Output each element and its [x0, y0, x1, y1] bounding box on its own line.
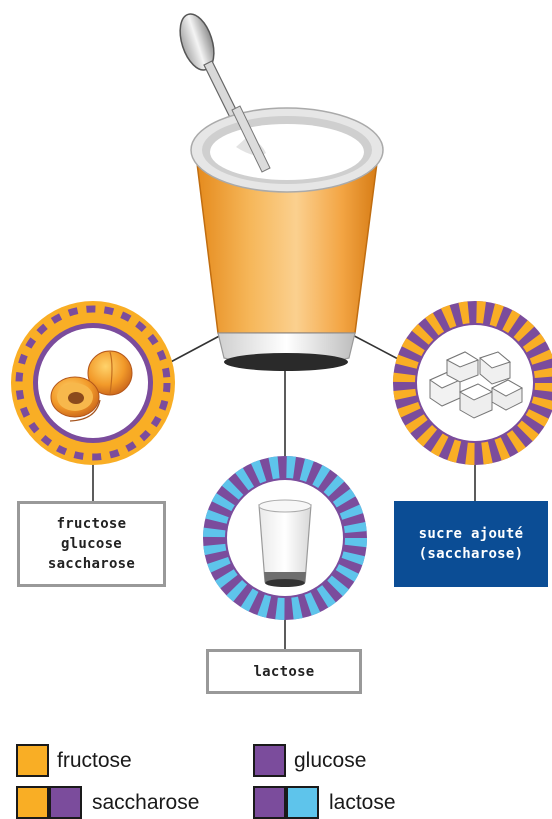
- fruit-ring-purple-outer: [15, 305, 171, 461]
- saccharose-swatch-glucose: [49, 786, 82, 819]
- fruit-label-line-1: fructose: [56, 516, 127, 532]
- added-sugar-label: sucre ajouté (saccharose): [394, 501, 548, 587]
- milk-label-line-1: lactose: [253, 663, 315, 680]
- legend-saccharose-label: saccharose: [92, 790, 200, 814]
- legend-fructose: fructose: [16, 744, 132, 777]
- sugar-cubes-icon: [428, 351, 524, 419]
- sugar-ring-stripes: [393, 301, 552, 465]
- legend-lactose: lactose: [253, 786, 396, 819]
- milk-node: [203, 456, 367, 620]
- saccharose-swatch-fructose: [16, 786, 49, 819]
- legend-lactose-label: lactose: [329, 790, 396, 814]
- sugar-label-line-2: (saccharose): [418, 546, 524, 562]
- legend-glucose-label: glucose: [294, 748, 367, 772]
- glucose-swatch: [253, 744, 286, 777]
- lactose-swatch: [253, 786, 319, 819]
- fruit-label-line-2: glucose: [60, 536, 123, 552]
- saccharose-swatch: [16, 786, 82, 819]
- legend-saccharose: saccharose: [16, 786, 199, 819]
- milk-ring-stripes: [203, 456, 367, 620]
- fruit-node: [11, 301, 175, 465]
- lactose-swatch-galactose: [286, 786, 319, 819]
- legend-fructose-label: fructose: [57, 748, 132, 772]
- sugar-label-line-1: sucre ajouté: [418, 526, 524, 542]
- sugar-node: [393, 301, 552, 465]
- yogurt-cup-with-spoon-icon: [190, 105, 384, 371]
- glass-of-milk-icon: [258, 499, 312, 587]
- milk-sugar-label: lactose: [206, 649, 362, 694]
- legend-glucose: glucose: [253, 744, 366, 777]
- fruit-sugars-label: fructose glucose saccharose: [17, 501, 166, 587]
- lactose-swatch-glucose: [253, 786, 286, 819]
- apricot-icon: [50, 350, 133, 422]
- fructose-swatch: [16, 744, 49, 777]
- fruit-label-line-3: saccharose: [47, 556, 136, 572]
